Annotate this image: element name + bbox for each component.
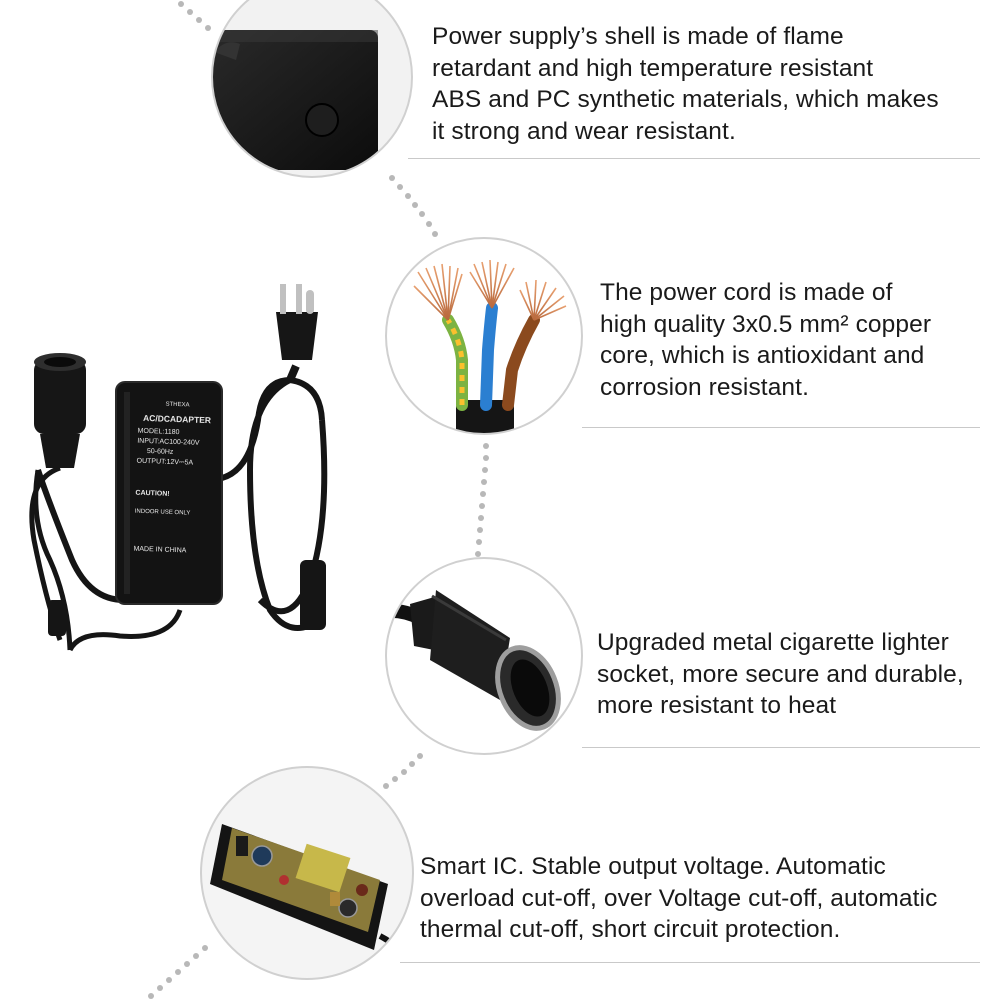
text-line: more resistant to heat bbox=[597, 692, 837, 719]
lighter-socket-icon bbox=[34, 353, 86, 468]
text-line: Upgraded metal cigarette lighter bbox=[597, 629, 949, 656]
copper-wires-closeup-icon bbox=[385, 237, 583, 435]
text-line: it strong and wear resistant. bbox=[432, 117, 736, 145]
ac-plug-icon bbox=[276, 284, 318, 360]
text-line: corrosion resistant. bbox=[600, 373, 809, 401]
divider-line bbox=[400, 962, 980, 963]
dotted-connector bbox=[148, 1, 489, 999]
ac-dc-adapter-photo bbox=[29, 284, 328, 652]
text-line: high quality 3x0.5 mm² copper bbox=[600, 310, 932, 338]
adapter-body bbox=[115, 381, 223, 605]
divider-line bbox=[582, 747, 980, 748]
adapter-output: OUTPUT:12V⎓5A bbox=[136, 457, 194, 467]
adapter-title: AC/DCADAPTER bbox=[142, 412, 212, 426]
text-line: Power supply’s shell is made of flame bbox=[432, 23, 844, 50]
feature-socket-text: Upgraded metal cigarette lighter socket,… bbox=[597, 627, 997, 722]
adapter-shell-closeup-icon bbox=[211, 0, 413, 178]
lighter-socket-closeup-icon bbox=[385, 557, 583, 755]
text-line: The power cord is made of bbox=[600, 279, 893, 306]
divider-line bbox=[408, 158, 980, 159]
adapter-indoor: INDOOR USE ONLY bbox=[134, 508, 191, 517]
adapter-caution: CAUTION! bbox=[135, 489, 170, 498]
circuit-board-closeup-icon bbox=[200, 766, 414, 980]
text-line: ABS and PC synthetic materials, which ma… bbox=[432, 86, 939, 113]
feature-cord-text: The power cord is made of high quality 3… bbox=[600, 277, 990, 403]
divider-line bbox=[582, 427, 980, 428]
text-line: overload cut-off, over Voltage cut-off, … bbox=[420, 884, 938, 912]
adapter-label: STHEXA AC/DCADAPTER MODEL:1180 INPUT:AC1… bbox=[133, 399, 216, 558]
feature-ic-text: Smart IC. Stable output voltage. Automat… bbox=[420, 851, 995, 946]
text-line: socket, more secure and durable, bbox=[597, 660, 964, 688]
text-line: retardant and high temperature resistant bbox=[432, 54, 874, 82]
text-line: thermal cut-off, short circuit protectio… bbox=[420, 916, 841, 943]
feature-shell-text: Power supply’s shell is made of flame re… bbox=[432, 21, 992, 147]
text-line: core, which is antioxidant and bbox=[600, 342, 925, 369]
adapter-brand: STHEXA bbox=[165, 401, 190, 409]
text-line: Smart IC. Stable output voltage. Automat… bbox=[420, 853, 886, 880]
